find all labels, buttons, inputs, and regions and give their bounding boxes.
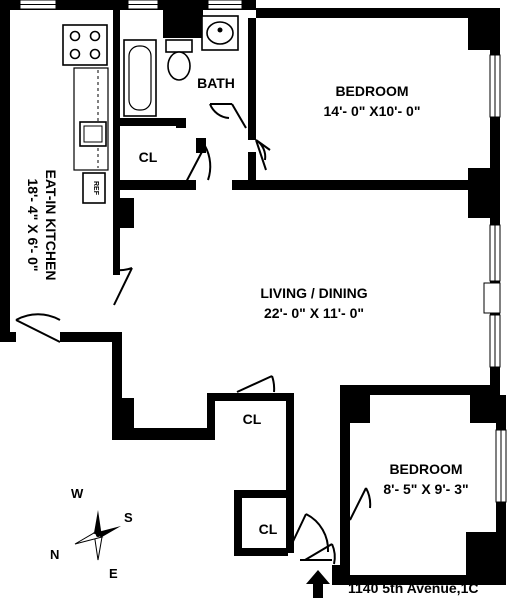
windows	[19, 0, 507, 503]
closet-entry-label: CL	[259, 521, 278, 537]
bedroom-2-label: BEDROOM	[389, 461, 462, 477]
compass-west: W	[71, 486, 84, 501]
closet-mid-label: CL	[243, 411, 262, 427]
doors	[15, 103, 372, 565]
compass-south: S	[124, 510, 133, 525]
kitchen-label: EAT-IN KITCHEN	[43, 170, 59, 281]
compass-rose	[74, 510, 121, 561]
compass-north: N	[50, 547, 59, 562]
walls	[0, 0, 506, 585]
living-dining-label: LIVING / DINING	[260, 285, 367, 301]
compass-east: E	[109, 566, 118, 581]
closet-top-label: CL	[139, 149, 158, 165]
bedroom-1-dimensions: 14'- 0" X10'- 0"	[324, 103, 421, 119]
living-dining-dimensions: 22'- 0" X 11'- 0"	[264, 305, 364, 321]
kitchen-dimensions: 18'- 4" X 6'- 0"	[25, 178, 41, 271]
bath-label: BATH	[197, 75, 235, 91]
entrance-arrow-icon	[306, 570, 330, 598]
kitchen-fixtures	[62, 24, 109, 204]
bath-fixtures	[123, 15, 239, 117]
bedroom-1-label: BEDROOM	[335, 83, 408, 99]
refrigerator-label: REF	[92, 181, 99, 196]
address-label: 1140 5th Avenue,1C	[348, 580, 478, 596]
bedroom-2-dimensions: 8'- 5" X 9'- 3"	[383, 481, 468, 497]
